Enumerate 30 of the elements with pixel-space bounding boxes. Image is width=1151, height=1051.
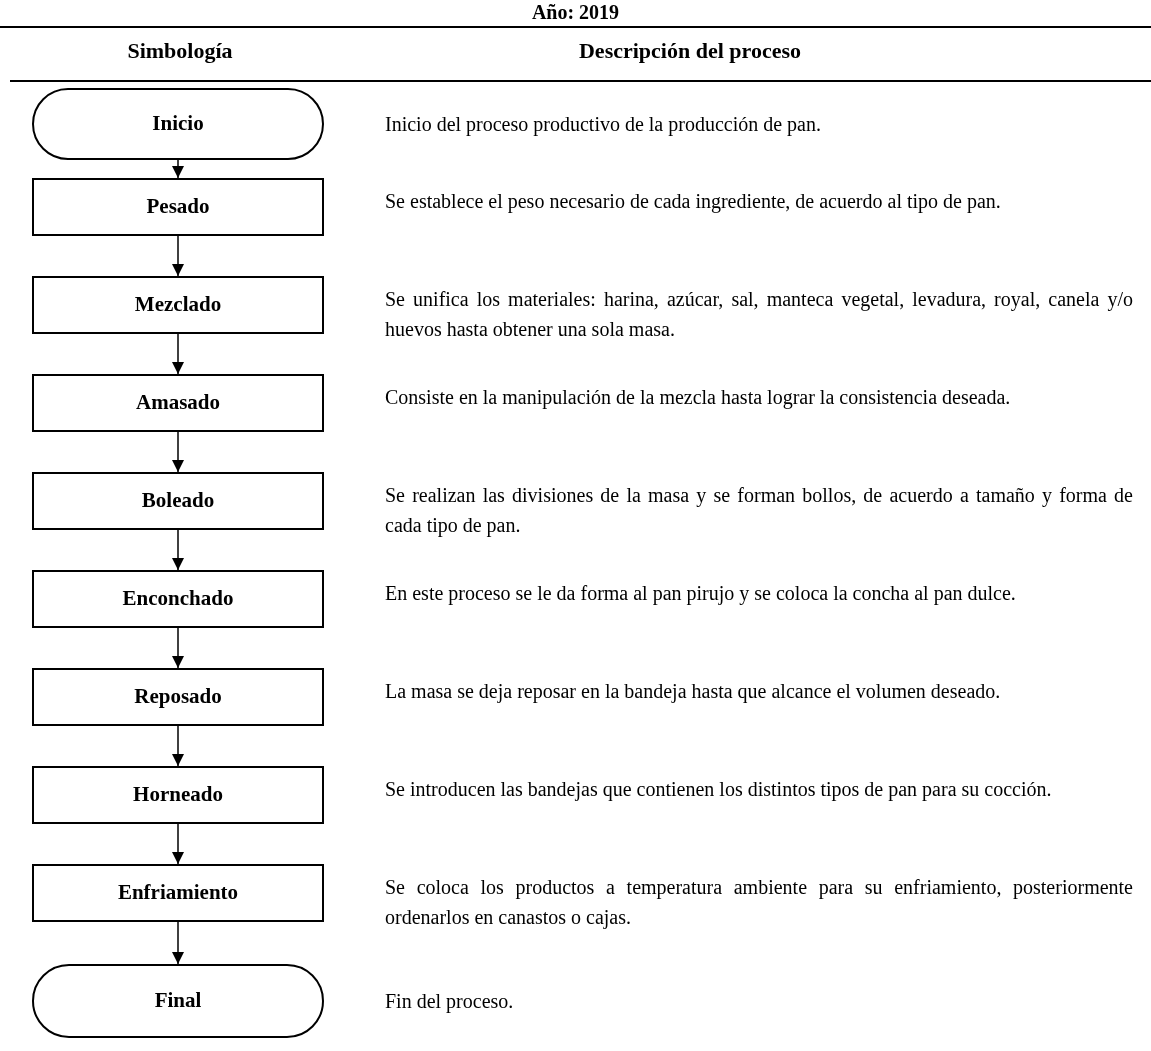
process-description: Se establece el peso necesario de cada ingrediente, de acuerdo al tipo de pan. [385,189,1002,215]
process-box: Mezclado [32,276,324,334]
process-description: En este proceso se le da forma al pan pirujo y se coloca la concha al pan dulce. [385,581,1017,607]
arrow [172,159,184,179]
process-description: Se realizan las divisiones de la masa y se forman bollos, de acuerdo a tamaño y forma de cada tipo de pan. [385,483,1133,539]
process-box: Boleado [32,472,324,530]
process-box: Pesado [32,178,324,236]
process-box: Enconchado [32,570,324,628]
arrow [172,725,184,767]
process-description: Se introducen las bandejas que contienen los distintos tipos de pan para su cocción. [385,777,1053,803]
process-description: Inicio del proceso productivo de la producción de pan. [385,112,822,138]
process-box: Amasado [32,374,324,432]
process-description: Fin del proceso. [385,989,515,1015]
process-description: Consiste en la manipulación de la mezcla hasta lograr la consistencia deseada. [385,385,1012,411]
process-box: Enfriamiento [32,864,324,922]
arrow [172,529,184,571]
arrow [172,235,184,277]
process-description: La masa se deja reposar en la bandeja hasta que alcance el volumen deseado. [385,679,1002,705]
arrow [172,333,184,375]
arrow [172,921,184,965]
process-box: Reposado [32,668,324,726]
arrow [172,823,184,865]
column-header: Descripción del proceso [578,37,802,65]
arrow [172,431,184,473]
process-description: Se unifica los materiales: harina, azúcar, sal, manteca vegetal, levadura, royal, canela y/o huevos hasta obtener una sola masa. [385,287,1133,342]
process-box: Horneado [32,766,324,824]
title: Año: 2019 [530,1,621,23]
arrow [172,627,184,669]
process-description: Se coloca los productos a temperatura ambiente para su enfriamiento, posteriormente ordenarlos en canastos o cajas. [385,875,1133,931]
column-header: Simbología [126,37,234,65]
